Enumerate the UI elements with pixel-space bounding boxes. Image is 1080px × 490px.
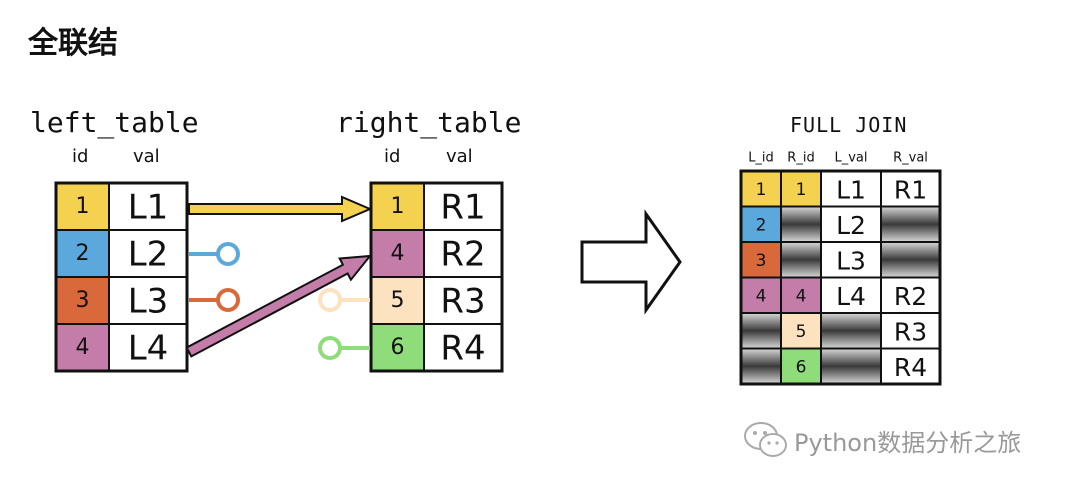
result-cell	[820, 205, 882, 243]
left-val-header: val	[133, 146, 160, 167]
result-cell-text: L4	[836, 282, 866, 311]
result-table-border	[739, 169, 942, 386]
val-cell-text: L2	[128, 235, 169, 275]
id-cell-text: 4	[391, 241, 405, 266]
result-cell-text: R2	[894, 282, 927, 311]
result-table: L_id R_id L_val R_val 1 1 L1 R1 2 L2 3 L3 4 4 L4 R2 5 R3 6…	[739, 151, 942, 386]
id-cell-text: 6	[391, 335, 405, 360]
right-val-header: val	[446, 146, 473, 167]
result-cell	[820, 170, 882, 208]
table-border	[369, 181, 504, 373]
id-cell-text: 1	[76, 194, 90, 219]
id-cell	[55, 323, 110, 372]
unmatched-left-2-circle	[216, 242, 240, 266]
val-cell-text: L1	[128, 188, 169, 228]
val-cell	[108, 182, 188, 231]
null-cell	[780, 205, 822, 243]
val-cell	[108, 323, 188, 372]
null-cell	[740, 312, 782, 350]
result-cell	[780, 347, 822, 385]
watermark-text: Python数据分析之旅	[794, 428, 1022, 457]
val-cell-text: R4	[440, 329, 485, 369]
result-cell-text: R1	[894, 175, 927, 204]
val-cell	[423, 276, 503, 325]
left-table: 1 L1 2 L2 3 L3 4 L4	[54, 181, 189, 373]
result-cell-text: 5	[796, 322, 807, 342]
null-cell	[880, 241, 941, 279]
null-cell	[880, 205, 941, 243]
id-cell-text: 2	[76, 241, 90, 266]
val-cell-text: L3	[128, 282, 169, 322]
match-arrow-1	[188, 195, 373, 223]
val-cell	[423, 323, 503, 372]
id-cell-text: 4	[76, 335, 90, 360]
result-cell-text: 4	[796, 286, 807, 306]
watermark: Python数据分析之旅	[742, 418, 1021, 462]
id-cell-text: 5	[391, 288, 405, 313]
id-cell	[370, 276, 425, 325]
result-header-0: L_id	[748, 151, 774, 166]
null-cell	[740, 347, 782, 385]
result-cell-text: 1	[756, 180, 767, 200]
result-cell-text: L1	[836, 175, 866, 204]
unmatched-right-5-circle	[318, 288, 342, 312]
result-header-3: R_val	[893, 151, 928, 166]
id-cell-text: 3	[76, 288, 90, 313]
match-arrow-4	[185, 254, 373, 358]
left-table-name: left_table	[30, 106, 199, 139]
result-arrow-icon	[580, 209, 682, 315]
result-header-1: R_id	[787, 151, 814, 166]
result-cell-text: R3	[894, 317, 927, 346]
null-cell	[820, 312, 882, 350]
right-table-name: right_table	[336, 106, 522, 139]
id-cell-text: 1	[391, 194, 405, 219]
val-cell-text: R2	[440, 235, 485, 275]
result-header-2: L_val	[834, 151, 867, 166]
val-cell	[108, 229, 188, 278]
id-cell	[55, 276, 110, 325]
result-cell-text: 3	[756, 251, 767, 271]
result-cell-text: 2	[756, 215, 767, 235]
join-connectors	[185, 195, 373, 360]
val-cell-text: R1	[440, 188, 485, 228]
right-id-header: id	[384, 146, 401, 167]
left-id-header: id	[72, 146, 89, 167]
null-cell	[820, 347, 882, 385]
result-cell-text: L3	[836, 246, 866, 275]
page-title: 全联结	[28, 26, 118, 61]
null-cell	[780, 241, 822, 279]
result-table-name: FULL JOIN	[790, 113, 908, 137]
id-cell	[370, 229, 425, 278]
result-cell-text: 6	[796, 357, 807, 377]
result-cell-text: R4	[894, 353, 927, 382]
result-cell-text: L2	[836, 211, 866, 240]
val-cell-text: L4	[128, 329, 169, 369]
unmatched-right-6-circle	[318, 336, 342, 360]
val-cell-text: R3	[440, 282, 485, 322]
result-cell-text: 4	[756, 286, 767, 306]
right-table: 1 R1 4 R2 5 R3 6 R4	[369, 181, 504, 373]
result-cell	[780, 312, 822, 350]
wechat-icon	[744, 422, 787, 457]
table-border	[54, 181, 189, 373]
result-cell-text: 1	[796, 180, 807, 200]
unmatched-left-3-circle	[216, 288, 240, 312]
